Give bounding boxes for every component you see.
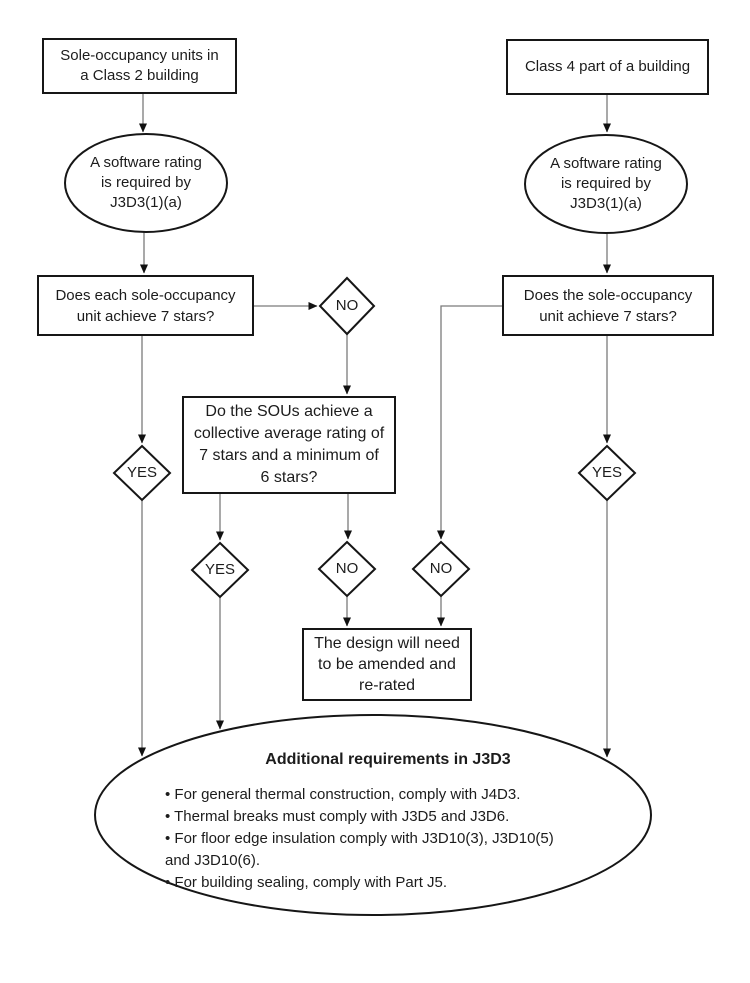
label-no-top: NO — [335, 297, 359, 314]
diamond-no-right — [411, 540, 471, 598]
additional-requirements-title: Additional requirements in J3D3 — [265, 751, 511, 768]
flowchart-edges — [138, 93, 611, 758]
label-no-right: NO — [429, 560, 453, 577]
label-amend: The design will need to be amended and r… — [314, 635, 460, 694]
label-q-each-sou: Does each sole-occupancy unit achieve 7 … — [55, 286, 236, 325]
label-q-collective: Do the SOUs achieve a collective average… — [193, 403, 385, 486]
label-yes-mid: YES — [204, 561, 235, 578]
ellipse-rating-left — [64, 133, 228, 233]
diamond-yes-left — [112, 444, 172, 502]
box-q-each-sou — [37, 275, 254, 336]
bullet-thermal-breaks: • Thermal breaks must comply with J3D5 a… — [165, 808, 510, 825]
box-sou-class2 — [42, 38, 237, 94]
diamond-yes-mid — [190, 541, 250, 599]
label-rating-left: A software rating is required by J3D3(1)… — [90, 154, 202, 211]
label-q-the-sou: Does the sole-occupancy unit achieve 7 s… — [523, 286, 693, 325]
box-q-the-sou — [502, 275, 714, 336]
diamond-no-mid — [317, 540, 377, 598]
diamond-no-top — [318, 276, 376, 336]
flowchart-shapes — [37, 38, 714, 916]
box-q-collective — [182, 396, 396, 494]
label-yes-left: YES — [126, 464, 157, 481]
label-rating-right: A software rating is required by J3D3(1)… — [550, 155, 662, 212]
box-amend — [302, 628, 472, 701]
label-class4: Class 4 part of a building — [524, 58, 691, 75]
bullet-floor-edge: • For floor edge insulation comply with … — [165, 830, 554, 869]
diamond-yes-right — [577, 444, 637, 502]
label-sou-class2: Sole-occupancy units in a Class 2 buildi… — [60, 47, 219, 84]
edge-q-the-to-no-right — [437, 305, 503, 540]
additional-requirements-list: • For general thermal construction, comp… — [165, 784, 575, 894]
ellipse-rating-right — [524, 134, 688, 234]
label-yes-right: YES — [591, 464, 622, 481]
bullet-general-thermal: • For general thermal construction, comp… — [165, 786, 521, 803]
box-class4 — [506, 39, 709, 95]
ellipse-additional — [94, 714, 652, 916]
label-no-mid: NO — [335, 560, 359, 577]
bullet-building-sealing: • For building sealing, comply with Part… — [165, 874, 448, 891]
